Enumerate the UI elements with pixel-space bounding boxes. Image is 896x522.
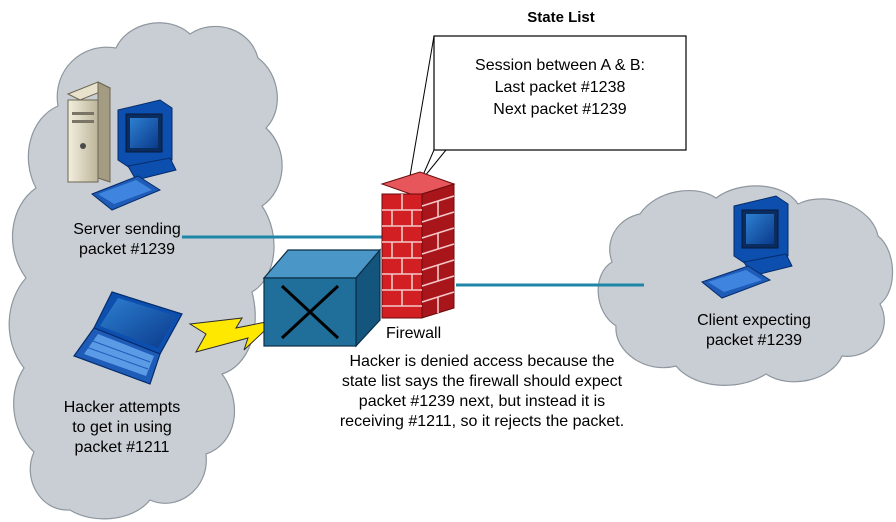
state-list-title: State List [527, 9, 595, 26]
client-computer-icon [700, 195, 793, 299]
caption: Hacker is denied access because the stat… [339, 353, 625, 430]
firewall-icon [380, 171, 456, 319]
lightning-bolt [188, 317, 278, 353]
state-list-session: Session between A & B: [475, 57, 645, 74]
switch-icon [262, 248, 382, 348]
state-list-next-packet: Next packet #1239 [493, 101, 627, 118]
callout-line [409, 35, 435, 177]
server-icon [66, 81, 112, 183]
state-list-box [433, 35, 687, 151]
server-label: Server sending packet #1239 [73, 221, 181, 258]
hacker-laptop-icon [73, 291, 183, 385]
hacker-label: Hacker attempts to get in using packet #… [63, 399, 181, 456]
server-computer-icon [91, 99, 177, 211]
client-label: Client expecting packet #1239 [697, 312, 811, 349]
firewall-label: Firewall [386, 325, 442, 342]
state-list-last-packet: Last packet #1238 [494, 79, 626, 96]
